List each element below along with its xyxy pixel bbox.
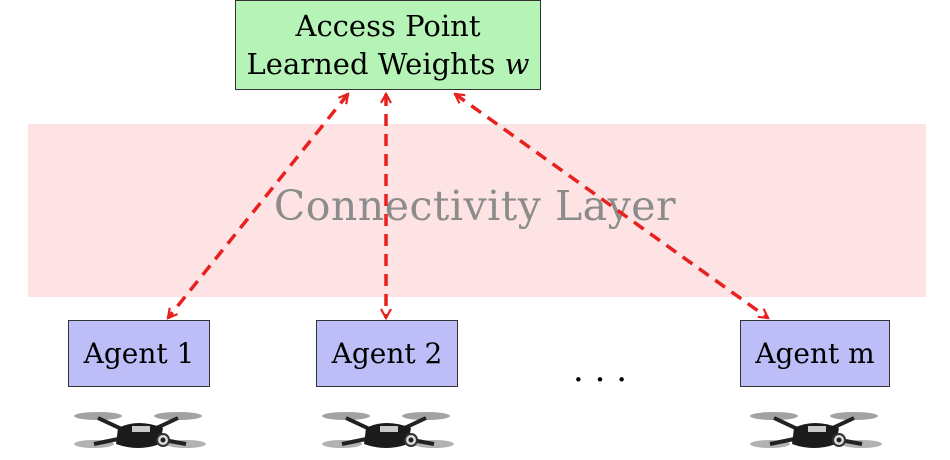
agent-m-box: Agent m — [740, 320, 890, 387]
weights-variable: w — [504, 47, 530, 81]
agent-1-box: Agent 1 — [68, 320, 210, 387]
ellipsis: · · · — [572, 360, 628, 400]
agent-2-box: Agent 2 — [316, 320, 458, 387]
access-point-subtitle: Learned Weights w — [246, 47, 530, 81]
access-point-box: Access Point Learned Weights w — [235, 0, 541, 90]
drone-icon — [74, 412, 206, 448]
access-point-title: Access Point — [295, 9, 481, 43]
link-agent-1 — [168, 94, 348, 318]
link-agent-m — [455, 92, 768, 320]
drone-icon — [322, 412, 454, 448]
drone-icon — [750, 412, 882, 448]
